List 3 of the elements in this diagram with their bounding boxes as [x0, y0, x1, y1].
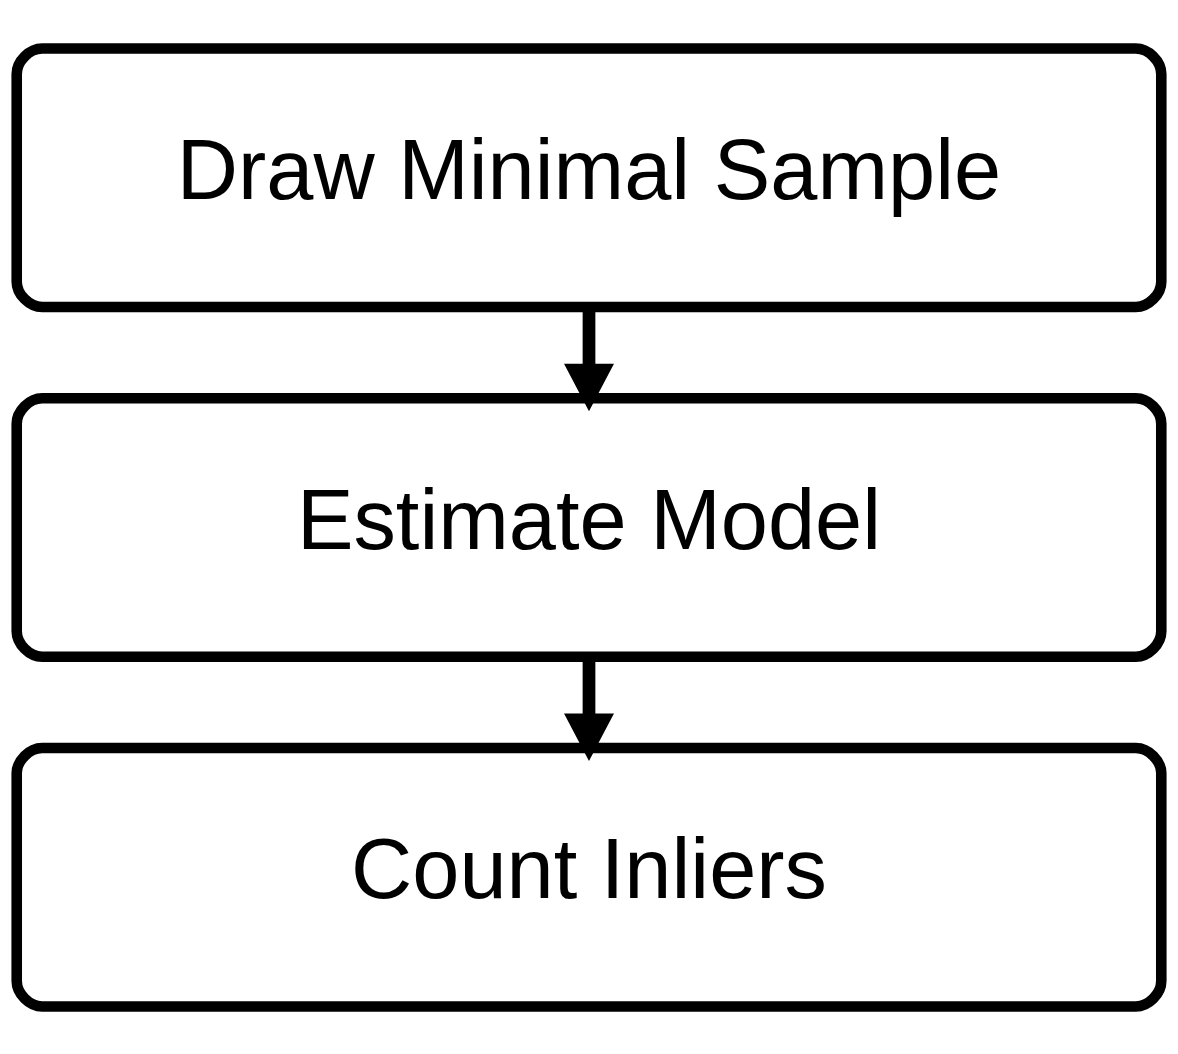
node-box: Estimate Model	[11, 392, 1167, 662]
node-box: Draw Minimal Sample	[11, 42, 1167, 312]
node-box: Count Inliers	[11, 742, 1167, 1012]
